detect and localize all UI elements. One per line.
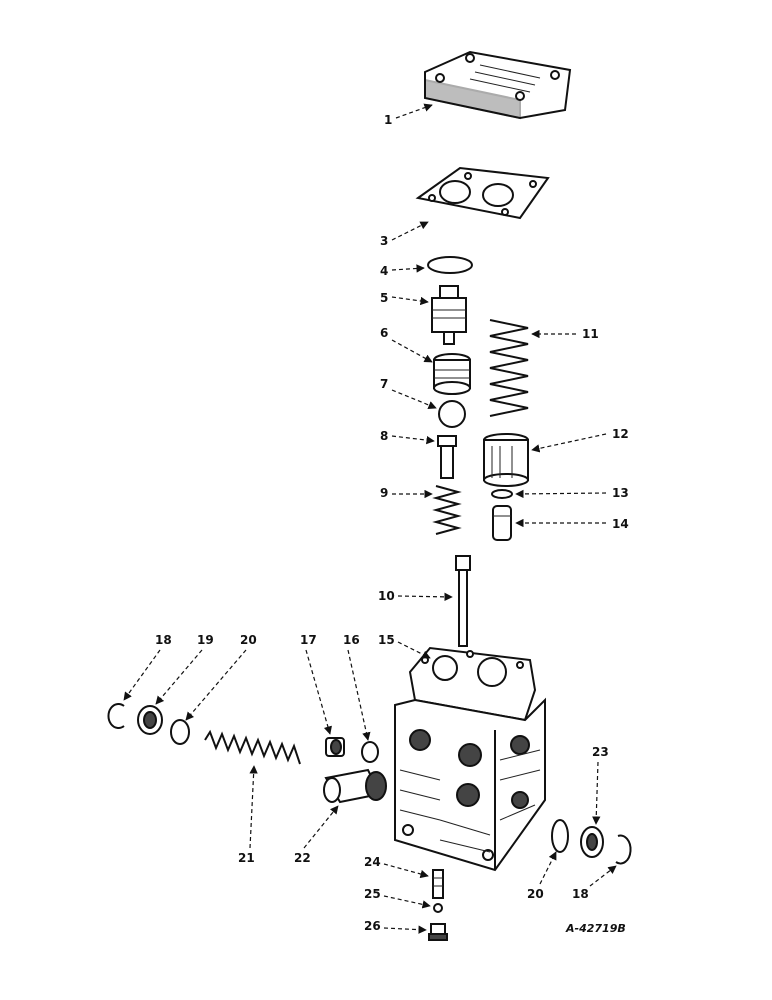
callout-9: 9 <box>380 486 388 500</box>
leader-26 <box>383 925 427 934</box>
part-3-gasket <box>415 166 550 220</box>
leader-13 <box>515 489 607 499</box>
part-19-plug <box>137 705 163 735</box>
callout-17: 17 <box>300 633 317 647</box>
part-18-snap-ring-right <box>615 834 632 865</box>
leader-15 <box>397 641 431 659</box>
callout-4: 4 <box>380 264 388 278</box>
leader-6 <box>391 339 433 363</box>
leader-3 <box>391 221 429 241</box>
part-25-ball <box>433 903 443 913</box>
part-8-pin <box>437 435 457 479</box>
leader-16 <box>347 649 371 741</box>
callout-11: 11 <box>582 327 599 341</box>
part-15-valve-housing <box>394 646 546 872</box>
part-22-spool <box>323 768 387 804</box>
part-20-o-ring-right <box>551 819 569 853</box>
leader-1 <box>395 103 433 119</box>
part-4-o-ring <box>427 256 473 274</box>
leader-18-left <box>123 649 161 701</box>
callout-5: 5 <box>380 291 388 305</box>
part-7-ball <box>438 400 466 428</box>
callout-21: 21 <box>238 851 255 865</box>
part-12-sleeve <box>483 433 529 487</box>
leader-17 <box>305 649 332 735</box>
part-21-spring <box>204 729 301 765</box>
leader-22 <box>303 805 339 849</box>
part-5-valve-plunger <box>431 285 467 345</box>
leader-7 <box>391 389 437 410</box>
callout-12: 12 <box>612 427 629 441</box>
part-16-o-ring <box>361 741 379 763</box>
leader-20-right <box>539 851 557 885</box>
callout-1: 1 <box>384 113 392 127</box>
part-24-stud <box>432 869 444 899</box>
leader-12 <box>531 433 607 453</box>
callout-18-left: 18 <box>155 633 172 647</box>
callout-7: 7 <box>380 377 388 391</box>
callout-22: 22 <box>294 851 311 865</box>
part-17-plug <box>325 737 345 757</box>
callout-8: 8 <box>380 429 388 443</box>
leader-18-right <box>589 865 617 887</box>
callout-10: 10 <box>378 589 395 603</box>
part-13-washer <box>491 489 513 499</box>
callout-6: 6 <box>380 326 388 340</box>
leader-21 <box>249 765 258 849</box>
callout-26: 26 <box>364 919 381 933</box>
callout-3: 3 <box>380 234 388 248</box>
callout-23: 23 <box>592 745 609 759</box>
callout-18-right: 18 <box>572 887 589 901</box>
part-11-spring <box>489 319 529 417</box>
leader-23 <box>592 761 601 825</box>
leader-5 <box>391 296 429 306</box>
part-9-spring <box>432 485 462 535</box>
part-1-cover-plate <box>424 50 572 120</box>
callout-20-right: 20 <box>527 887 544 901</box>
leader-8 <box>391 435 435 445</box>
leader-24 <box>383 863 429 879</box>
leader-25 <box>383 895 431 909</box>
callout-24: 24 <box>364 855 381 869</box>
callout-16: 16 <box>343 633 360 647</box>
figure-code: A-42719B <box>565 922 626 935</box>
callout-25: 25 <box>364 887 381 901</box>
leader-19 <box>155 649 203 705</box>
part-20-o-ring-left <box>170 719 190 745</box>
callout-19: 19 <box>197 633 214 647</box>
leader-10 <box>397 592 453 602</box>
part-26-set-screw <box>428 923 448 941</box>
callout-13: 13 <box>612 486 629 500</box>
callout-20-left: 20 <box>240 633 257 647</box>
part-18-snap-ring-left <box>107 703 125 729</box>
part-6-valve-seat <box>433 353 471 395</box>
part-14-pin <box>492 505 512 541</box>
part-10-rod <box>455 555 471 647</box>
leader-4 <box>391 264 425 273</box>
part-23-plug <box>580 826 604 858</box>
callout-15: 15 <box>378 633 395 647</box>
leader-20-left <box>185 649 247 721</box>
callout-14: 14 <box>612 517 629 531</box>
